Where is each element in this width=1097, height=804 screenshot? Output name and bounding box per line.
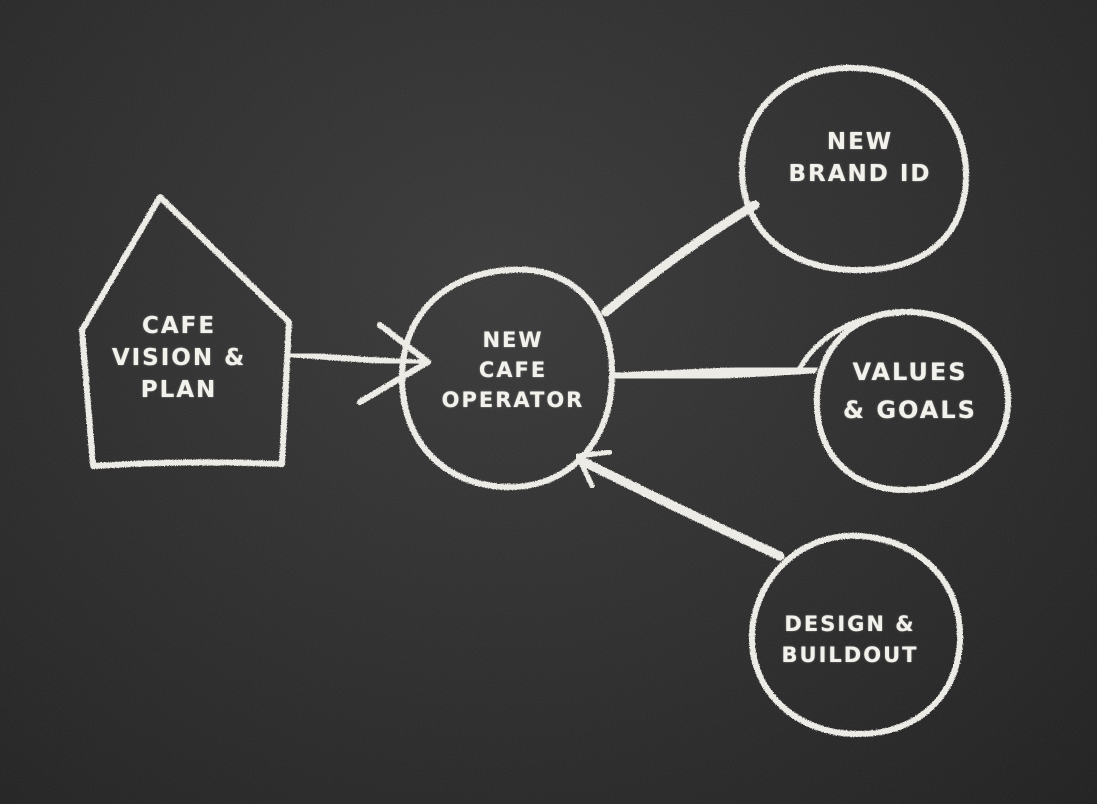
cafe-vision-line-1: CAFE — [141, 313, 217, 339]
cafe-operator-circle — [399, 266, 616, 490]
design-buildout-line-2: BUILDOUT — [781, 643, 919, 667]
values-goals-line-1: VALUES — [852, 358, 968, 386]
cafe-operator-line-1: NEW — [482, 328, 544, 352]
brand-id-line-2: BRAND ID — [788, 161, 932, 187]
connector-operator-to-values — [608, 362, 818, 384]
connector-operator-to-design — [579, 457, 785, 561]
cafe-operator-line-3: OPERATOR — [441, 388, 585, 412]
brand-id-label: NEW BRAND ID — [775, 126, 945, 190]
brand-id-line-1: NEW — [826, 129, 894, 155]
values-goals-label: VALUES & GOALS — [830, 353, 990, 429]
brand-id-circle — [739, 64, 970, 274]
cafe-vision-house-shape — [79, 194, 292, 469]
arrow-vision-to-operator — [286, 351, 430, 366]
cafe-vision-label: CAFE VISION & PLAN — [104, 310, 254, 406]
arrow-vision-to-operator-head — [357, 322, 431, 405]
design-buildout-label: DESIGN & BUILDOUT — [770, 609, 930, 671]
connector-design-arrow-head — [575, 449, 613, 489]
design-buildout-circle — [749, 532, 964, 738]
connector-operator-to-brand — [601, 200, 760, 317]
design-buildout-line-1: DESIGN & — [784, 612, 916, 636]
cafe-vision-line-2: VISION & — [111, 345, 247, 371]
cafe-vision-line-3: PLAN — [140, 377, 218, 403]
cafe-operator-label: NEW CAFE OPERATOR — [438, 325, 588, 415]
cafe-operator-line-2: CAFE — [478, 358, 548, 382]
values-goals-circle-overlap — [797, 310, 903, 371]
values-goals-circle — [813, 308, 1012, 493]
values-goals-line-2: & GOALS — [843, 396, 977, 424]
